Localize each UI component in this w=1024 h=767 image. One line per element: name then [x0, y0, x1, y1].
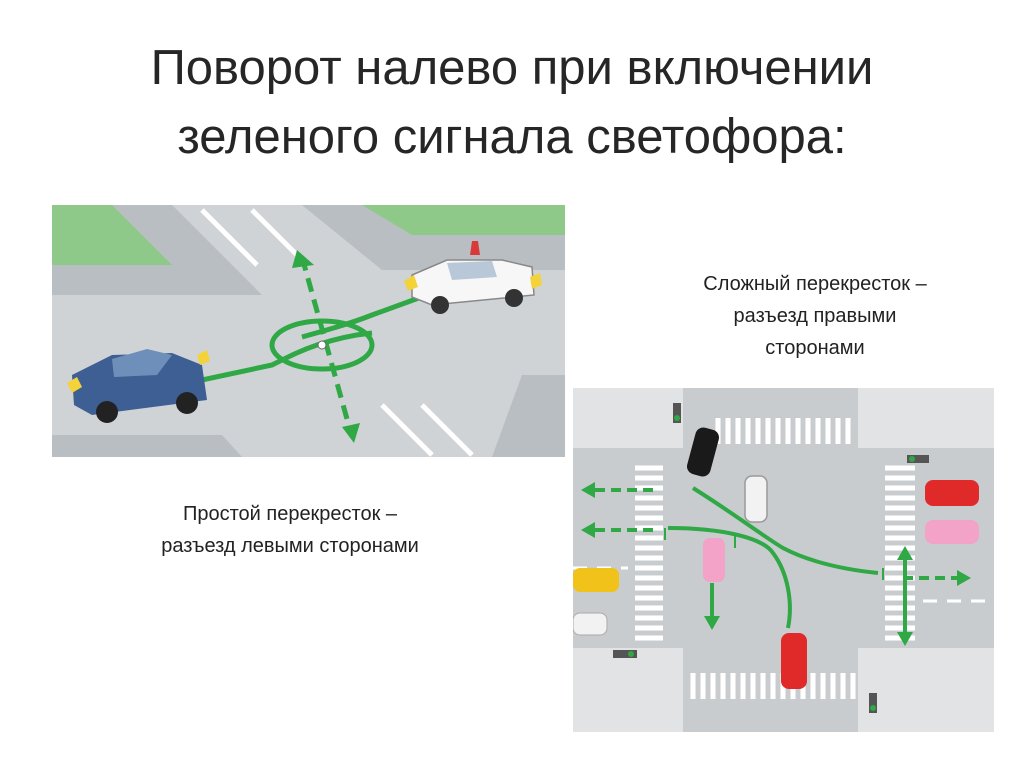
slide-title: Поворот налево при включении зеленого си…: [0, 34, 1024, 172]
green-turn-path-right-car: [691, 486, 879, 575]
car-yellow: [573, 568, 619, 592]
arrowhead-right: [957, 570, 971, 586]
traffic-light-right: [907, 455, 929, 463]
arrowhead-left-mid: [581, 522, 595, 538]
caption-complex-intersection: Сложный перекресток – разъезд правыми ст…: [650, 268, 980, 364]
title-line-2: зеленого сигнала светофора:: [177, 110, 847, 164]
blue-car: [67, 349, 210, 423]
center-marker: [317, 340, 327, 350]
title-line-1: Поворот налево при включении: [150, 41, 874, 95]
traffic-light-top-left: [673, 403, 681, 423]
dashed-path-arrowhead-up: [292, 250, 314, 268]
green-turn-path-left-car: [667, 526, 792, 629]
lane-marking: [250, 208, 304, 262]
caption-complex-line-3: сторонами: [765, 337, 865, 359]
car-white-left: [573, 612, 608, 636]
corner-block-bottom-right: [858, 648, 994, 732]
arrowhead-down-right: [897, 632, 913, 646]
traffic-light-bottom-left: [613, 650, 637, 658]
arrowhead-left-top: [581, 482, 595, 498]
pedestrian-crossing-top: [715, 418, 851, 444]
caption-simple-line-1: Простой перекресток –: [182, 503, 398, 525]
white-car: [404, 241, 542, 314]
corner-block-top-right: [858, 388, 994, 448]
car-white: [744, 475, 768, 523]
arrowhead-down-left: [704, 616, 720, 630]
grass-top-left: [52, 205, 172, 265]
caption-complex-line-1: Сложный перекресток –: [703, 273, 927, 295]
car-black: [686, 427, 720, 477]
grass-top-right: [362, 205, 565, 235]
traffic-light-bottom-right: [869, 693, 877, 713]
corner-block-bottom-left: [573, 648, 683, 732]
car-pink-right: [925, 520, 979, 544]
car-pink: [703, 538, 725, 582]
simple-intersection-illustration: [52, 205, 565, 457]
corner-block-top-left: [573, 388, 683, 448]
pedestrian-crossing-right: [885, 465, 915, 641]
car-red-bottom: [781, 633, 807, 689]
caption-simple-intersection: Простой перекресток – разъезд левыми сто…: [90, 498, 490, 562]
caption-simple-line-2: разъезд левыми сторонами: [161, 535, 419, 557]
lane-marking: [420, 403, 474, 457]
car-red-right: [925, 480, 979, 506]
arrowhead-up-right: [897, 546, 913, 560]
lane-marking: [200, 208, 259, 267]
sidewalk-bottom-left: [52, 435, 242, 457]
sidewalk-bottom-right: [492, 375, 565, 457]
caption-complex-line-2: разъезд правыми: [733, 305, 897, 327]
lane-marking: [380, 403, 434, 457]
complex-intersection-illustration: [573, 388, 994, 732]
dashed-through-path: [299, 256, 355, 438]
dashed-path-arrowhead-down: [342, 423, 360, 443]
